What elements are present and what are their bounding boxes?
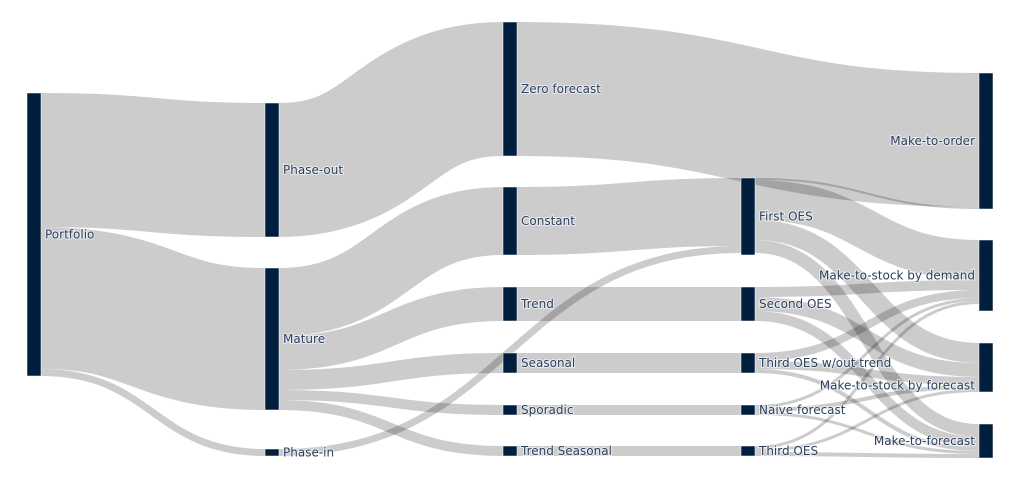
node-zero[interactable]	[502, 21, 518, 157]
node-phasein[interactable]	[264, 448, 280, 457]
node-mtsf[interactable]	[978, 342, 994, 393]
node-label-mtf: Make-to-forecast	[874, 434, 975, 448]
node-label-naive: Naive forecast	[759, 403, 846, 417]
node-label-mto: Make-to-order	[890, 134, 975, 148]
node-label-mtsf: Make-to-stock by forecast	[820, 379, 976, 393]
node-label-phasein: Phase-in	[283, 446, 334, 460]
node-label-portfolio: Portfolio	[45, 228, 94, 242]
node-mtsd[interactable]	[978, 239, 994, 312]
link-naive-mtsf[interactable]	[754, 385, 980, 412]
link-third-mtsd[interactable]	[754, 301, 980, 449]
link-portfolio-mature[interactable]	[39, 227, 267, 410]
link-thirdwo-mtsf[interactable]	[754, 361, 980, 385]
node-label-zero: Zero forecast	[521, 82, 601, 96]
link-first-mtsf[interactable]	[754, 220, 980, 363]
node-label-first: First OES	[759, 210, 813, 224]
link-phaseout-zero[interactable]	[276, 22, 506, 237]
node-label-phaseout: Phase-out	[283, 163, 343, 177]
link-first-mto[interactable]	[754, 178, 980, 209]
link-third-mtsf[interactable]	[754, 389, 980, 452]
node-sporadic[interactable]	[502, 404, 518, 416]
node-label-mature: Mature	[283, 332, 325, 346]
node-label-constant: Constant	[521, 214, 575, 228]
link-mature-seasonal[interactable]	[278, 353, 504, 390]
link-third-mtf[interactable]	[754, 452, 980, 458]
link-first-mtsd[interactable]	[754, 180, 980, 280]
nodes	[26, 21, 994, 459]
node-label-third: Third OES	[758, 444, 818, 458]
node-trendseasonal[interactable]	[502, 445, 518, 457]
link-second-mtsd[interactable]	[754, 280, 980, 297]
node-second[interactable]	[740, 286, 756, 322]
node-label-second: Second OES	[759, 297, 832, 311]
link-zero-mto[interactable]	[516, 22, 980, 207]
node-mto[interactable]	[978, 72, 994, 210]
node-label-sporadic: Sporadic	[521, 403, 573, 417]
link-first-mtf[interactable]	[754, 240, 980, 437]
link-thirdwo-mtsd[interactable]	[754, 290, 980, 361]
link-mature-sporadic[interactable]	[278, 390, 504, 415]
node-naive[interactable]	[740, 404, 756, 416]
node-first[interactable]	[740, 177, 756, 256]
node-trend[interactable]	[502, 286, 518, 322]
link-second-mtsf[interactable]	[754, 297, 980, 377]
link-naive-mtsd[interactable]	[754, 298, 980, 408]
node-mtf[interactable]	[978, 423, 994, 459]
node-constant[interactable]	[502, 186, 518, 256]
link-mature-trend[interactable]	[278, 287, 504, 370]
node-seasonal[interactable]	[502, 352, 518, 374]
link-portfolio-phaseout[interactable]	[40, 93, 266, 237]
node-third[interactable]	[740, 445, 756, 457]
link-second-mtf[interactable]	[754, 311, 980, 447]
link-constant-first[interactable]	[516, 178, 742, 255]
link-phasein-first[interactable]	[278, 246, 742, 456]
link-mature-constant[interactable]	[277, 187, 505, 336]
link-thirdwo-mtf[interactable]	[754, 369, 980, 451]
node-phaseout[interactable]	[264, 102, 280, 238]
node-label-mtsd: Make-to-stock by demand	[819, 269, 975, 283]
node-portfolio[interactable]	[26, 92, 42, 377]
link-naive-mtf[interactable]	[754, 412, 980, 454]
links	[39, 22, 980, 458]
link-portfolio-phasein[interactable]	[40, 369, 266, 456]
node-label-seasonal: Seasonal	[521, 356, 575, 370]
node-mature[interactable]	[264, 267, 280, 411]
node-label-thirdwo: Third OES w/out trend	[758, 356, 891, 370]
node-thirdwo[interactable]	[740, 352, 756, 374]
node-label-trendseasonal: Trend Seasonal	[520, 444, 612, 458]
node-label-trend: Trend	[520, 297, 554, 311]
link-mature-trendseasonal[interactable]	[278, 400, 504, 456]
